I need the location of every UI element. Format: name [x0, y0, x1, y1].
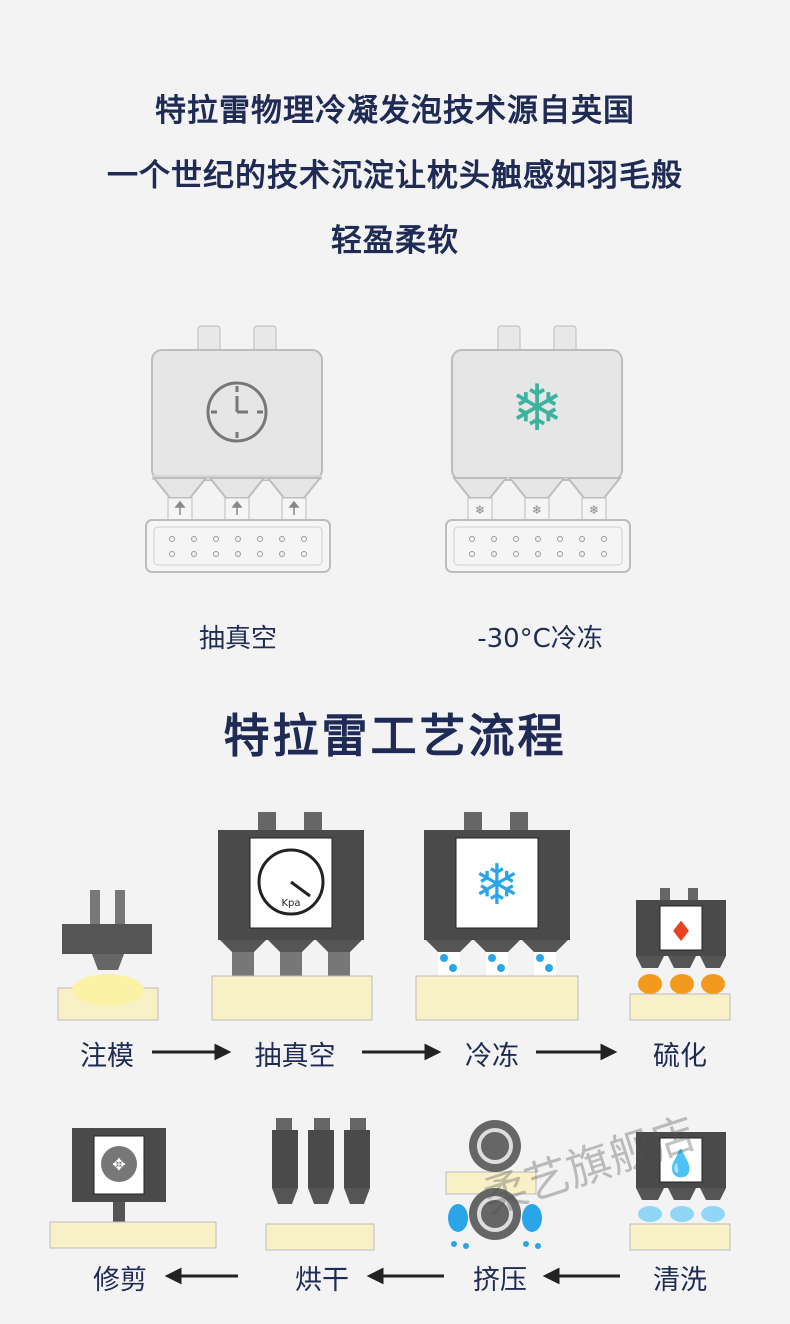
injection-mold-icon	[57, 890, 159, 1021]
svg-text:❄: ❄	[589, 503, 599, 517]
svg-text:❄: ❄	[532, 503, 542, 517]
step-5-label: 清洗	[653, 1265, 707, 1296]
row-2-arrows	[164, 1267, 620, 1285]
svg-text:❄: ❄	[474, 853, 521, 918]
wash-machine-icon: 💧	[629, 1132, 731, 1251]
vulcanize-machine-icon: ♦	[629, 888, 731, 1021]
step-3-label: 冷冻	[465, 1041, 519, 1072]
step-2-label: 抽真空	[254, 1041, 336, 1072]
intro-line-3: 轻盈柔软	[331, 223, 459, 259]
clock-icon	[206, 381, 268, 443]
svg-text:💧: 💧	[665, 1148, 697, 1179]
dryer-icon	[265, 1118, 375, 1251]
svg-text:Kpa: Kpa	[281, 898, 300, 909]
intro-line-1: 特拉雷物理冷凝发泡技术源自英国	[155, 93, 635, 129]
step-1-label: 注模	[80, 1041, 134, 1072]
freeze-label: -30°C冷冻	[477, 624, 603, 654]
snowflake-icon: ❄	[510, 372, 564, 446]
freeze-machine-icon: ❄	[415, 812, 579, 1021]
step-8-label: 修剪	[93, 1265, 147, 1296]
svg-text:❄: ❄	[475, 503, 485, 517]
row-1-arrows	[152, 1043, 618, 1061]
trim-machine-icon: ✥	[49, 1128, 217, 1249]
step-4-label: 硫化	[653, 1041, 707, 1072]
process-row-1-illustration: Kpa ❄ ♦	[57, 812, 731, 1021]
squeeze-rollers-icon	[445, 1120, 542, 1249]
svg-text:♦: ♦	[668, 915, 693, 948]
svg-text:✥: ✥	[112, 1155, 125, 1174]
vacuum-label: 抽真空	[198, 624, 277, 654]
step-6-label: 挤压	[473, 1265, 527, 1296]
vacuum-gauge-machine-icon: Kpa	[211, 812, 373, 1021]
freeze-machine-illustration: ❄ ❄ ❄ ❄	[445, 325, 631, 573]
step-7-label: 烘干	[295, 1265, 349, 1296]
process-title: 特拉雷工艺流程	[223, 709, 567, 763]
intro-line-2: 一个世纪的技术沉淀让枕头触感如羽毛般	[107, 158, 683, 194]
vacuum-machine-illustration	[145, 325, 331, 573]
process-row-2-illustration: ✥ 💧	[49, 1118, 731, 1251]
